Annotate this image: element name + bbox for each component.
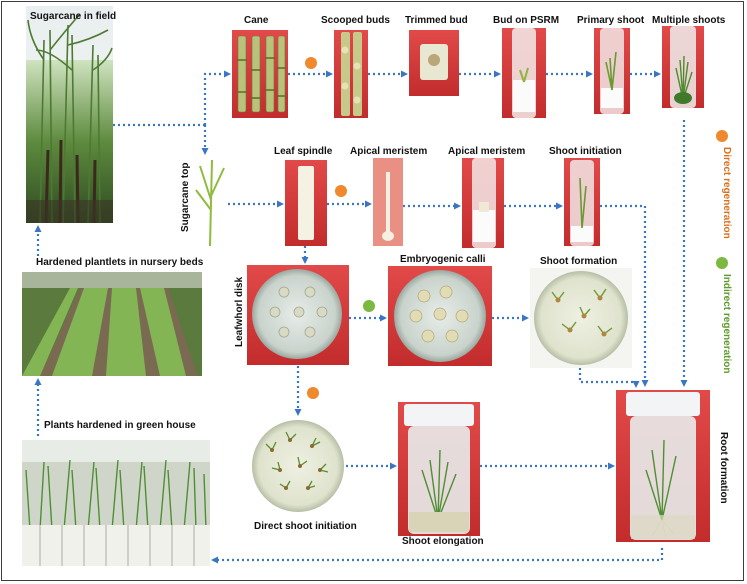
label-trimmed-bud: Trimmed bud	[405, 15, 468, 26]
photo-scooped-buds	[334, 30, 368, 118]
flow-arrows	[34, 70, 688, 564]
label-cane: Cane	[244, 15, 269, 26]
label-sugarcane-top: Sugarcane top	[180, 162, 191, 232]
arrow-initiation-to-root	[600, 204, 649, 387]
arrow-formation-to-root	[578, 368, 640, 388]
label-hardened-nursery: Hardened plantlets in nursery beds	[36, 257, 204, 268]
label-primary-shoot: Primary shoot	[577, 15, 645, 26]
arrow-junction-to-cane	[203, 70, 231, 125]
arrow-root-to-greenhouse	[211, 548, 664, 564]
label-apical-meristem-1: Apical meristem	[350, 146, 428, 157]
label-bud-on-psrm: Bud on PSRM	[493, 15, 560, 26]
photo-multiple-shoots	[662, 26, 704, 108]
photo-trimmed-bud	[409, 30, 459, 96]
photo-nursery-beds	[22, 272, 202, 376]
photo-sugarcane-top	[192, 159, 228, 248]
photo-apical-meristem-1	[373, 158, 403, 246]
direct-marker-dot	[307, 387, 319, 399]
label-shoot-elongation: Shoot elongation	[402, 536, 484, 547]
legend-indirect-regeneration: Indirect regeneration	[721, 274, 732, 374]
photo-apical-meristem-2	[462, 158, 504, 248]
photo-cane	[232, 30, 288, 118]
indirect-marker-dot	[363, 300, 375, 312]
direct-marker-dot	[335, 185, 347, 197]
photo-direct-shoot-initiation	[252, 420, 344, 512]
label-embryogenic-calli: Embryogenic calli	[400, 254, 486, 265]
label-multiple-shoots: Multiple shoots	[652, 15, 726, 26]
label-shoot-initiation: Shoot initiation	[549, 146, 622, 157]
label-scooped-buds: Scooped buds	[321, 15, 390, 26]
photo-primary-shoot	[594, 28, 630, 114]
photo-sugarcane-field	[26, 6, 113, 224]
label-direct-shoot-initiation: Direct shoot initiation	[254, 521, 357, 532]
label-shoot-formation: Shoot formation	[540, 256, 618, 267]
label-leaf-spindle: Leaf spindle	[274, 146, 333, 157]
legend-indirect-dot	[716, 257, 728, 269]
photo-root-formation	[616, 390, 710, 542]
photo-greenhouse-plants	[22, 440, 210, 566]
label-leafwhorl-disk: Leafwhorl disk	[234, 276, 245, 347]
legend-direct-dot	[716, 130, 728, 142]
label-apical-meristem-2: Apical meristem	[448, 146, 526, 157]
photo-leaf-spindle	[285, 160, 327, 246]
photo-shoot-initiation	[564, 158, 600, 246]
label-plants-greenhouse: Plants hardened in green house	[44, 420, 196, 431]
photo-shoot-elongation	[398, 402, 480, 536]
direct-marker-dot	[305, 57, 317, 69]
photo-leafwhorl-disk	[247, 265, 349, 365]
photo-bud-psrm	[502, 28, 546, 118]
label-root-formation: Root formation	[718, 432, 729, 504]
legend-direct-regeneration: Direct regeneration	[721, 147, 732, 239]
photo-shoot-formation	[530, 268, 632, 368]
photo-embryogenic-calli	[388, 266, 492, 366]
label-sugarcane-field: Sugarcane in field	[30, 11, 117, 22]
